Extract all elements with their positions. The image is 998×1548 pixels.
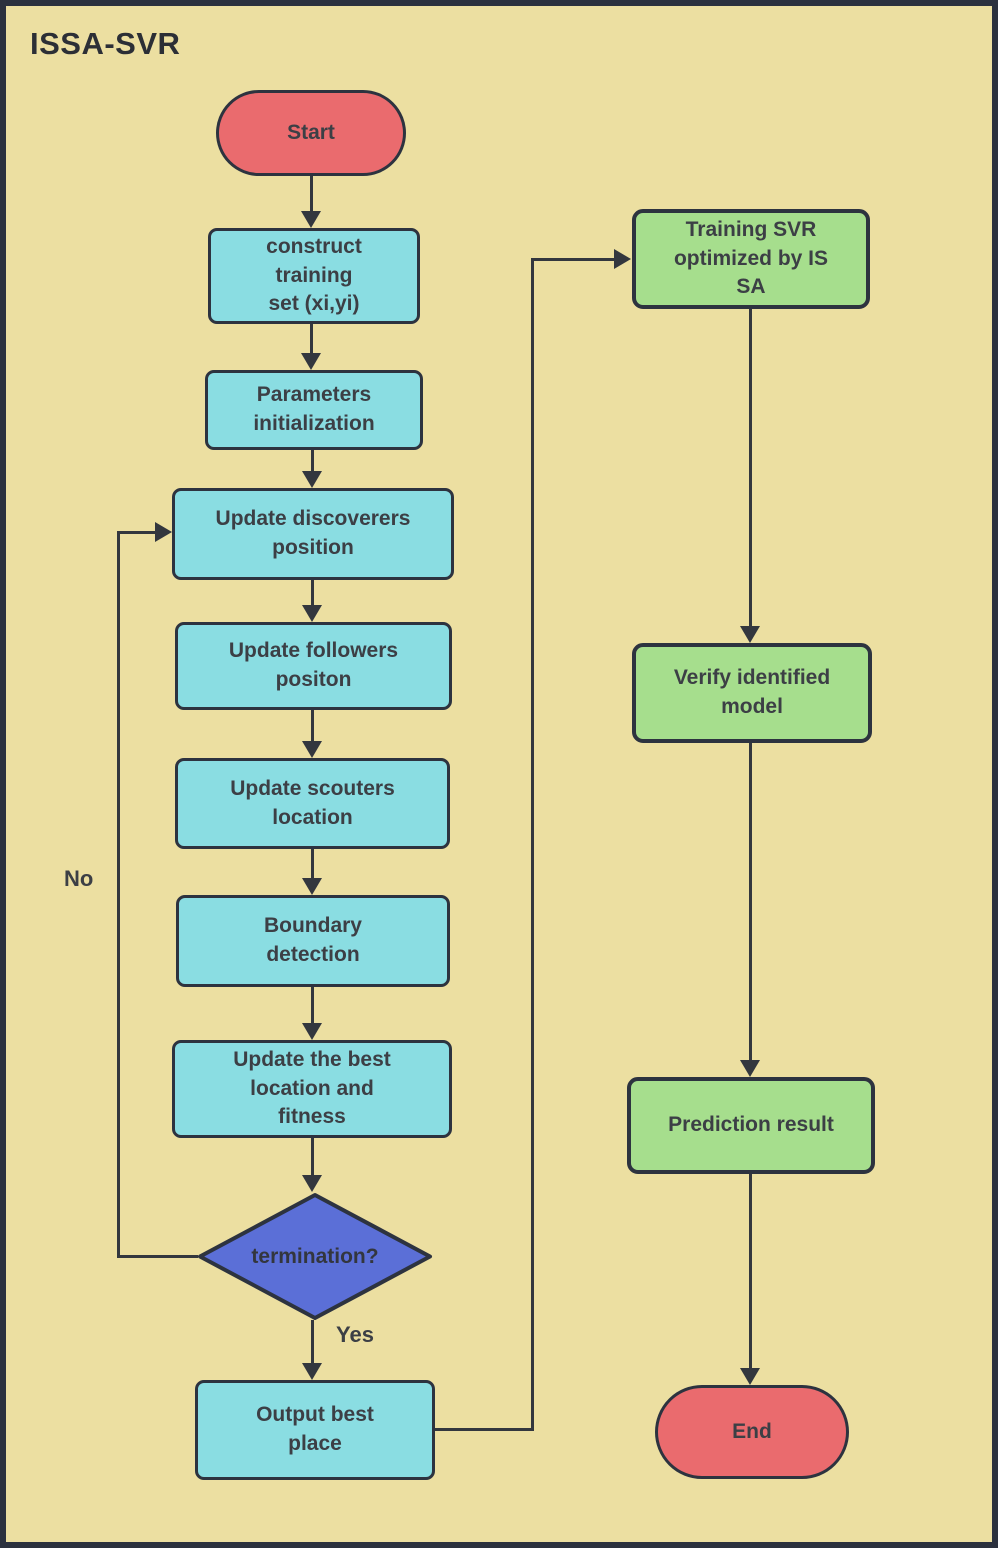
edge-termination-yes-arrowhead xyxy=(302,1363,322,1380)
edge-scouters-to-boundary-arrowhead xyxy=(302,878,322,895)
node-output-best-place: Output best place xyxy=(195,1380,435,1480)
node-bestloc-label: Update the best location and fitness xyxy=(233,1047,391,1129)
node-termination-decision: termination? xyxy=(197,1192,433,1321)
edge-termination-yes-line xyxy=(311,1320,314,1364)
edge-followers-to-scouters-arrowhead xyxy=(302,741,322,758)
edge-scouters-to-boundary-line xyxy=(311,849,314,880)
node-verify-model: Verify identified model xyxy=(632,643,872,743)
node-boundary-detection: Boundary detection xyxy=(176,895,450,987)
edge-output-to-trainsvr-vertical-line xyxy=(531,258,534,1431)
decision-diamond-shape xyxy=(198,1193,432,1320)
edge-discoverers-to-followers-arrowhead xyxy=(302,605,322,622)
node-boundary-label: Boundary detection xyxy=(263,914,362,966)
edge-output-to-trainsvr-bottom-line xyxy=(435,1428,534,1431)
node-end-label: End xyxy=(732,1419,772,1443)
node-start: Start xyxy=(216,90,406,176)
edge-termination-no-bottom-line xyxy=(117,1255,198,1258)
edge-termination-no-vertical-line xyxy=(117,531,120,1258)
node-output-label: Output best place xyxy=(256,1403,374,1455)
node-construct-label: construct training set (xi,yi) xyxy=(266,234,362,316)
edge-discoverers-to-followers-line xyxy=(311,580,314,607)
node-update-best-location: Update the best location and fitness xyxy=(172,1040,452,1138)
node-termination-label: termination? xyxy=(251,1244,379,1268)
edge-verify-to-prediction-arrowhead xyxy=(740,1060,760,1077)
edge-prediction-to-end-line xyxy=(749,1174,752,1370)
edge-construct-to-params-line xyxy=(310,324,313,355)
edge-label-no: No xyxy=(64,866,94,891)
edge-output-to-trainsvr-top-line xyxy=(531,258,615,261)
edge-trainsvr-to-verify-line xyxy=(749,309,752,628)
node-update-discoverers: Update discoverers position xyxy=(172,488,454,580)
edge-boundary-to-bestloc-arrowhead xyxy=(302,1023,322,1040)
node-scouters-label: Update scouters location xyxy=(230,776,395,829)
edge-start-to-construct-arrowhead xyxy=(301,211,321,228)
edge-construct-to-params-arrowhead xyxy=(301,353,321,370)
node-update-followers: Update followers positon xyxy=(175,622,452,710)
edge-bestloc-to-termination-line xyxy=(311,1138,314,1177)
node-construct-training-set: construct training set (xi,yi) xyxy=(208,228,420,324)
edge-bestloc-to-termination-arrowhead xyxy=(302,1175,322,1192)
edge-termination-no-arrowhead xyxy=(155,522,172,542)
node-verify-label: Verify identified model xyxy=(673,666,831,718)
edge-trainsvr-to-verify-arrowhead xyxy=(740,626,760,643)
edge-start-to-construct-line xyxy=(310,176,313,214)
edge-label-yes: Yes xyxy=(336,1322,374,1347)
edge-output-to-trainsvr-arrowhead xyxy=(614,249,631,269)
node-followers-label: Update followers positon xyxy=(228,639,399,691)
node-end: End xyxy=(655,1385,849,1479)
diagram-title: ISSA-SVR xyxy=(30,26,181,61)
edge-params-to-discoverers-arrowhead xyxy=(302,471,322,488)
edge-followers-to-scouters-line xyxy=(311,710,314,743)
edge-boundary-to-bestloc-line xyxy=(311,987,314,1025)
node-start-label: Start xyxy=(287,120,335,144)
edge-verify-to-prediction-line xyxy=(749,743,752,1062)
edge-prediction-to-end-arrowhead xyxy=(740,1368,760,1385)
node-discoverers-label: Update discoverers position xyxy=(215,507,411,559)
node-training-svr: Training SVR optimized by IS SA xyxy=(632,209,870,309)
node-parameters-initialization: Parameters initialization xyxy=(205,370,423,450)
node-trainsvr-label: Training SVR optimized by IS SA xyxy=(673,217,828,299)
edge-termination-no-top-line xyxy=(117,531,156,534)
node-params-label: Parameters initialization xyxy=(253,383,375,435)
node-update-scouters: Update scouters location xyxy=(175,758,450,849)
node-prediction-result: Prediction result xyxy=(627,1077,875,1174)
node-prediction-label: Prediction result xyxy=(668,1113,834,1137)
edge-params-to-discoverers-line xyxy=(311,450,314,473)
